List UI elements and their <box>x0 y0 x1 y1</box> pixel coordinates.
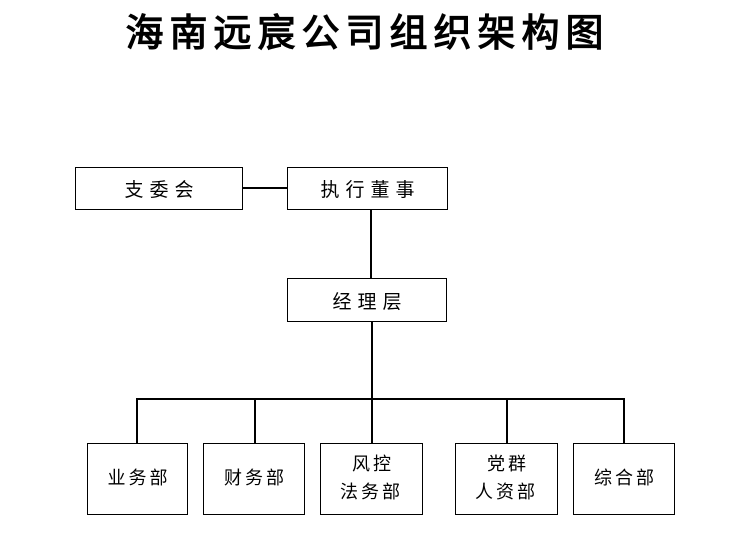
org-node-executive-director-label: 执行董事 <box>320 179 421 201</box>
org-node-business-dept-label: 业务部 <box>107 468 171 489</box>
connector-drop-party-hr <box>506 398 508 444</box>
connector-drop-risk-legal <box>371 398 373 444</box>
connector-management-trunk <box>371 321 373 399</box>
connector-director-management <box>370 210 372 279</box>
org-node-general-dept-label: 综合部 <box>594 468 657 489</box>
org-node-management-label: 经理层 <box>332 290 408 313</box>
org-node-business-dept: 业务部 <box>87 443 188 515</box>
page-title: 海南远宸公司组织架构图 <box>125 10 610 55</box>
org-node-executive-director: 执行董事 <box>287 167 448 210</box>
connector-departments-rail <box>136 398 625 400</box>
org-node-risk-legal-dept-label: 风控 法务部 <box>340 454 403 503</box>
org-node-finance-dept-label: 财务部 <box>224 468 287 489</box>
org-node-finance-dept: 财务部 <box>203 443 305 515</box>
org-node-party-hr-dept-label: 党群 人资部 <box>475 454 538 503</box>
org-node-general-dept: 综合部 <box>573 443 675 515</box>
org-node-risk-legal-dept: 风控 法务部 <box>320 443 423 515</box>
connector-drop-business <box>136 398 138 444</box>
org-node-party-hr-dept: 党群 人资部 <box>455 443 558 515</box>
org-node-committee: 支委会 <box>75 167 243 210</box>
connector-committee-director <box>243 187 288 189</box>
org-node-management: 经理层 <box>287 278 447 322</box>
connector-drop-general <box>623 398 625 444</box>
connector-drop-finance <box>254 398 256 444</box>
org-node-committee-label: 支委会 <box>124 179 200 201</box>
